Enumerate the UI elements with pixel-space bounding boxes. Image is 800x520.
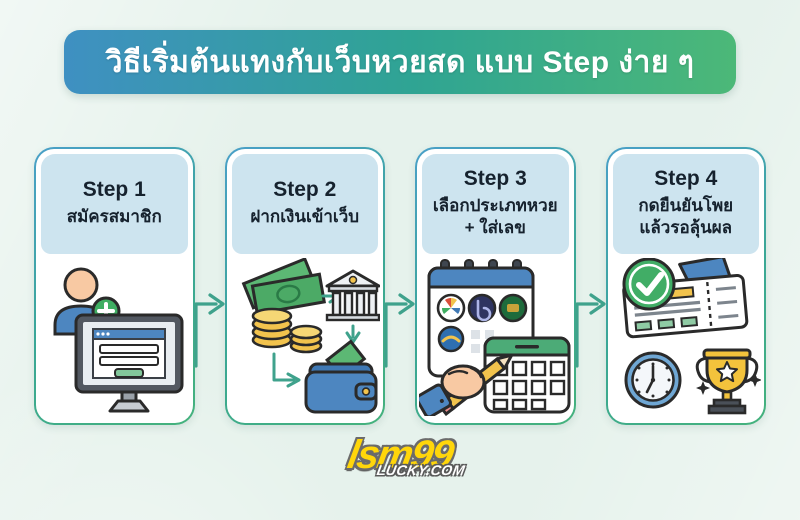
step-4-title: กดยืนยันโพย — [638, 195, 734, 215]
wallet-icon — [304, 339, 378, 414]
elbow-arrow-icon — [272, 352, 301, 388]
clock-icon — [624, 351, 682, 409]
step-2-illustration — [227, 254, 384, 426]
header-banner: วิธีเริ่มต้นแทงกับเว็บหวยสด แบบ Step ง่า… — [64, 30, 736, 94]
step-4-card: Step 4 กดยืนยันโพย แล้วรอลุ้นผล — [605, 147, 766, 425]
person-add-register-monitor-icon — [53, 267, 184, 413]
sparkle-icon — [747, 373, 761, 387]
sparkle-icon — [695, 381, 710, 395]
bank-icon — [325, 269, 380, 322]
check-circle-icon — [622, 258, 676, 311]
elbow-arrow-icon — [384, 293, 415, 368]
site-logo: lsm99 LUCKY.COM — [315, 433, 485, 478]
steps-row: Step 1 สมัครสมาชิก — [34, 147, 766, 425]
step-3-label: Step 3 — [463, 166, 527, 190]
step-4-title-2: แล้วรอลุ้นผล — [639, 218, 733, 237]
step-2-header: Step 2 ฝากเงินเข้าเว็บ — [231, 154, 378, 254]
arrow-step1-step2 — [193, 147, 225, 425]
step-3-title-2: + ใส่เลข — [464, 218, 526, 237]
trophy-icon — [695, 348, 761, 415]
elbow-arrow-icon — [193, 293, 225, 368]
register-form-monitor-icon — [74, 313, 184, 413]
arrow-step3-step4 — [574, 147, 606, 425]
arrow-step2-step3 — [384, 147, 415, 425]
page-title: วิธีเริ่มต้นแทงกับเว็บหวยสด แบบ Step ง่า… — [105, 45, 695, 79]
step-4-label: Step 4 — [654, 166, 718, 190]
deposit-flow-icon — [241, 258, 380, 414]
step-1-title: สมัครสมาชิก — [66, 206, 162, 226]
logo-suffix-text: LUCKY.COM — [375, 462, 467, 478]
step-3-header: Step 3 เลือกประเภทหวย + ใส่เลข — [422, 154, 569, 254]
confirm-wait-result-icon — [621, 258, 761, 415]
step-3-title: เลือกประเภทหวย — [432, 195, 558, 215]
step-3-card: Step 3 เลือกประเภทหวย + ใส่เลข — [415, 147, 576, 425]
step-1-card: Step 1 สมัครสมาชิก — [34, 147, 195, 425]
cash-coins-icon — [241, 258, 326, 354]
arrow-down-icon — [345, 324, 361, 344]
step-4-header: Step 4 กดยืนยันโพย แล้วรอลุ้นผล — [612, 154, 759, 254]
hand-pencil-icon — [419, 353, 514, 416]
pick-lottery-icon — [419, 259, 571, 416]
step-1-label: Step 1 — [82, 177, 146, 201]
step-2-label: Step 2 — [273, 177, 337, 201]
step-1-header: Step 1 สมัครสมาชิก — [41, 154, 188, 254]
elbow-arrow-icon — [574, 293, 606, 368]
step-2-card: Step 2 ฝากเงินเข้าเว็บ — [224, 147, 385, 426]
step-3-illustration — [417, 254, 574, 424]
step-2-title: ฝากเงินเข้าเว็บ — [250, 206, 360, 226]
step-1-illustration — [36, 254, 193, 426]
step-4-illustration — [608, 254, 765, 424]
